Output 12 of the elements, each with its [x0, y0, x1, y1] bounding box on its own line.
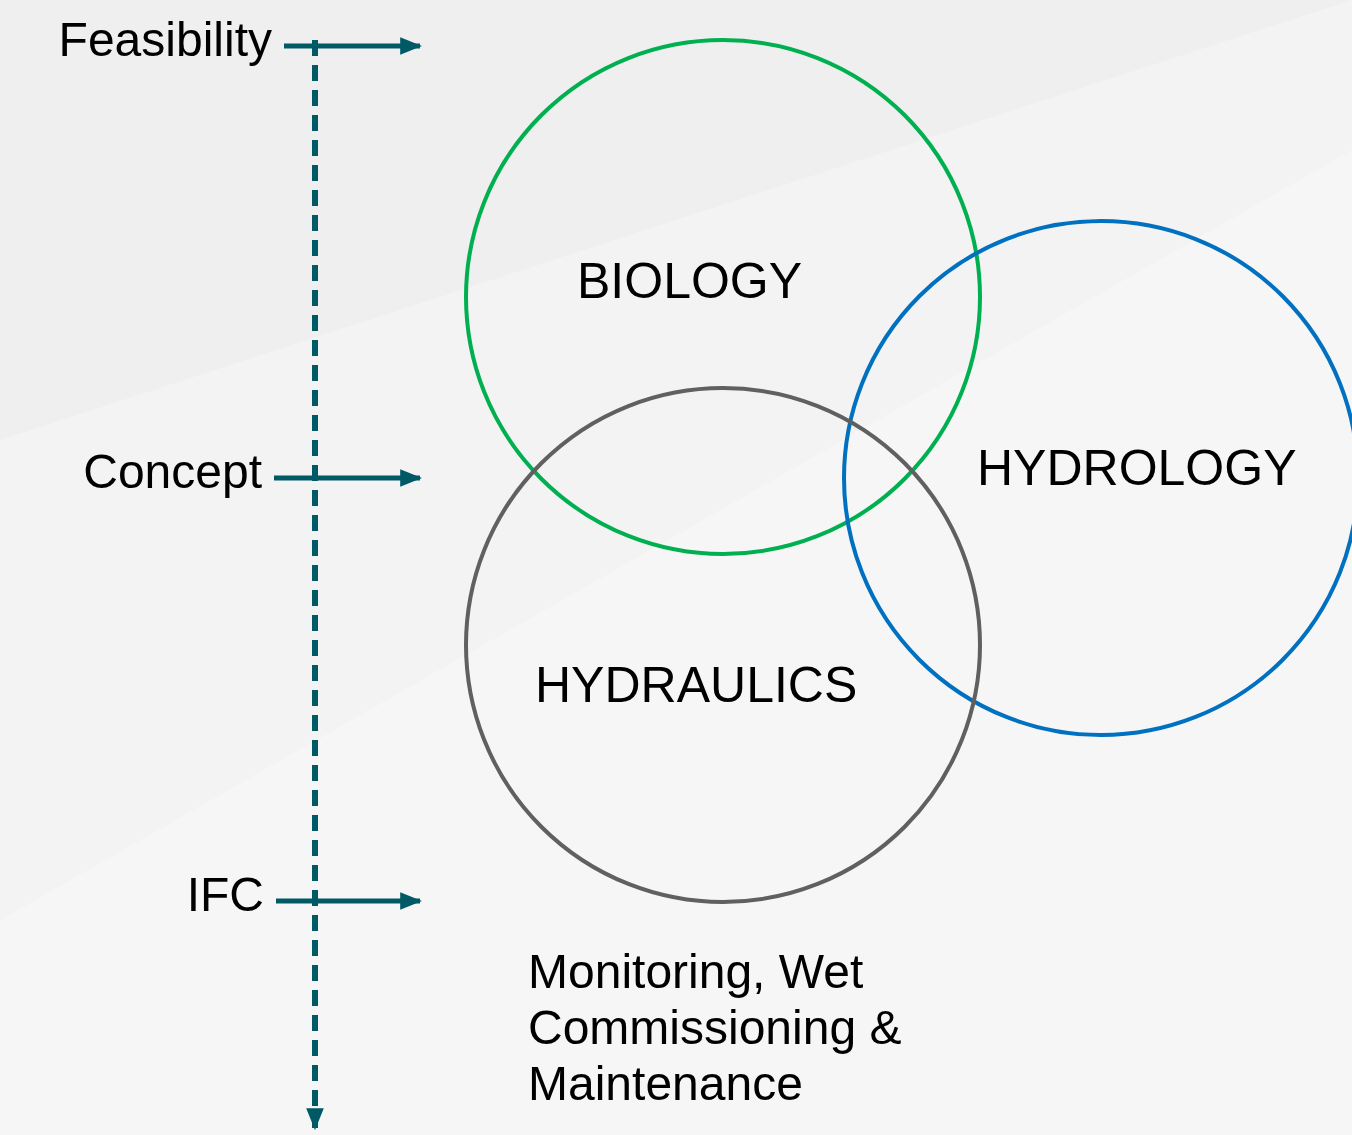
stage-label: IFC [186, 867, 264, 923]
circle-label: BIOLOGY [577, 253, 803, 309]
phase-note: Monitoring, Wet Commissioning & Maintenance [528, 944, 903, 1112]
arrow [274, 469, 423, 487]
arrow [284, 37, 423, 55]
circle-label: HYDRAULICS [535, 657, 858, 713]
venn-circle [464, 386, 982, 904]
circle-label: HYDROLOGY [977, 440, 1297, 496]
arrow [276, 892, 423, 910]
stage-label: Concept [83, 444, 262, 500]
venn-circle [464, 38, 982, 556]
stage-label: Feasibility [58, 12, 272, 68]
